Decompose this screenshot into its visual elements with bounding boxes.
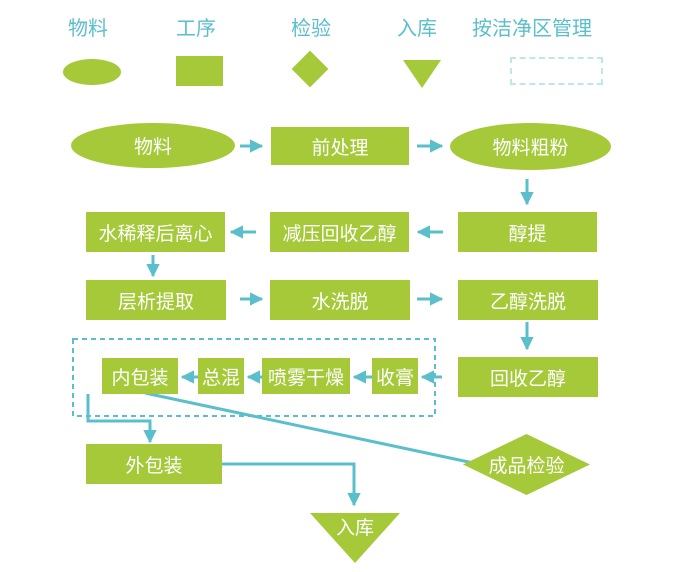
arrow-inner-to-outer-packaging bbox=[86, 394, 157, 444]
node-material: 物料 bbox=[71, 123, 235, 168]
node-water-dilution-centrifuge: 水稀释后离心 bbox=[86, 212, 225, 252]
clean-zone-boundary bbox=[72, 338, 436, 417]
legend-label-storage: 入库 bbox=[397, 16, 437, 40]
node-storage-triangle bbox=[310, 513, 400, 563]
node-ethanol-recovery: 回收乙醇 bbox=[458, 357, 598, 397]
node-storage-label: 入库 bbox=[335, 517, 374, 539]
node-product-inspection-label: 成品检验 bbox=[488, 455, 565, 477]
node-concentrate-collection: 收膏 bbox=[372, 358, 418, 394]
node-ethanol-extraction: 醇提 bbox=[458, 212, 597, 252]
node-spray-drying: 喷雾干燥 bbox=[262, 358, 350, 394]
node-chromatography-extraction: 层析提取 bbox=[86, 280, 226, 320]
node-inner-packaging: 内包装 bbox=[102, 358, 178, 394]
legend-label-inspection: 检验 bbox=[291, 16, 331, 40]
node-water-elution: 水洗脱 bbox=[270, 280, 410, 320]
node-total-mixing: 总混 bbox=[198, 358, 244, 394]
legend-triangle-shape bbox=[403, 60, 441, 88]
legend-label-process: 工序 bbox=[176, 16, 216, 40]
arrow-outer-packaging-to-storage bbox=[220, 462, 361, 507]
line-inner-packaging-to-inspection bbox=[144, 391, 479, 466]
node-outer-packaging: 外包装 bbox=[86, 444, 222, 484]
legend-ellipse-shape bbox=[63, 59, 121, 85]
legend-rectangle-shape bbox=[176, 56, 223, 86]
legend-dashed-rectangle-shape bbox=[510, 57, 603, 85]
legend-label-clean-zone: 按洁净区管理 bbox=[472, 16, 592, 40]
legend-label-material: 物料 bbox=[68, 16, 108, 40]
node-coarse-powder: 物料粗粉 bbox=[450, 123, 611, 170]
node-pretreatment: 前处理 bbox=[271, 127, 409, 165]
node-ethanol-elution: 乙醇洗脱 bbox=[458, 280, 598, 320]
node-vacuum-ethanol-recovery: 减压回收乙醇 bbox=[270, 212, 409, 252]
